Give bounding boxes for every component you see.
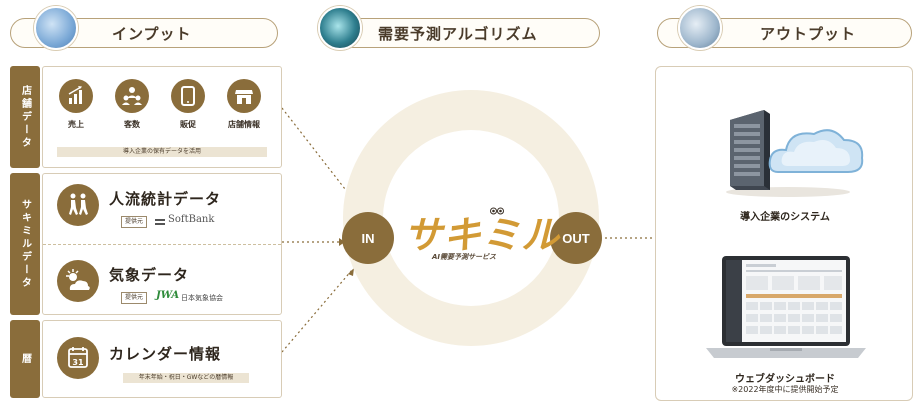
sakimiru-data-tab-label: サキミルデータ [19,198,31,290]
header-algorithm-title: 需要予測アルゴリズム [378,25,538,43]
algorithm-header-photo [318,6,362,50]
header-output-title: アウトプット [760,25,857,43]
store-data-note: 導入企業の保有データを活用 [57,147,267,157]
in-node: IN [342,212,394,264]
sakimiru-divider [43,244,281,245]
calendar-note: 年末年始・祝日・GWなどの暦情報 [123,373,249,383]
sakimiru-data-box: 人流統計データ 提供元 SoftBank 気象データ 提供元 JWA 日本気象協… [42,173,282,315]
connector-store [281,107,353,199]
store-data-tab-label: 店舗データ [19,84,31,150]
dashboard-output-note: ※2022年度中に提供開始予定 [731,385,839,394]
calendar-title: カレンダー情報 [109,345,222,363]
store-item-customers-label: 客数 [124,120,140,129]
calendar-icon-day: 31 [72,358,84,367]
store-item-sales-label: 売上 [68,120,84,129]
jwa-logo: JWA [156,290,180,301]
logo-eyes [490,201,504,215]
weather-icon [57,260,99,302]
dashboard-output-label: ウェブダッシュボード [735,374,835,385]
weather-provider-tag: 提供元 [121,292,148,304]
people-flow-title: 人流統計データ [109,190,222,208]
walking-people-icon [57,184,99,226]
weather-title: 気象データ [109,266,190,284]
out-node: OUT [550,212,602,264]
connector-calendar [281,269,353,353]
output-header-photo [678,6,722,50]
input-header-photo [34,6,78,50]
sakimiru-subtitle: AI需要予測サービス [432,253,497,261]
laptop-dashboard-illustration [706,254,866,366]
sakimiru-logo: サキミル [404,213,561,257]
store-item-promotion-label: 販促 [180,120,196,129]
header-algorithm-pill [330,18,600,48]
people-flow-provider-tag: 提供元 [121,216,148,228]
sakimiru-data-tab: サキミルデータ [10,173,40,315]
system-output-label: 導入企業のシステム [740,212,830,223]
softbank-logo-bars [155,219,165,221]
jwa-provider-name: 日本気象協会 [181,294,223,302]
storefront-icon [227,79,261,113]
calendar-tab: 暦 [10,320,40,398]
algorithm-ring-inner [383,130,559,306]
store-data-tab: 店舗データ [10,66,40,168]
store-data-box: 売上 客数 販促 店舗情報 導入企業の保有データを活用 [42,66,282,168]
arrow-head-calendar [348,268,354,276]
people-icon [115,79,149,113]
bar-chart-icon [59,79,93,113]
softbank-logo-bars-2 [155,223,165,225]
tablet-icon [171,79,205,113]
softbank-logo-text: SoftBank [168,214,215,225]
calendar-box: 31 カレンダー情報 年末年始・祝日・GWなどの暦情報 [42,320,282,398]
header-input-title: インプット [112,25,192,43]
server-cloud-illustration [718,100,868,198]
calendar-icon: 31 [57,337,99,379]
calendar-tab-label: 暦 [19,352,31,366]
store-item-info-label: 店舗情報 [228,120,260,129]
